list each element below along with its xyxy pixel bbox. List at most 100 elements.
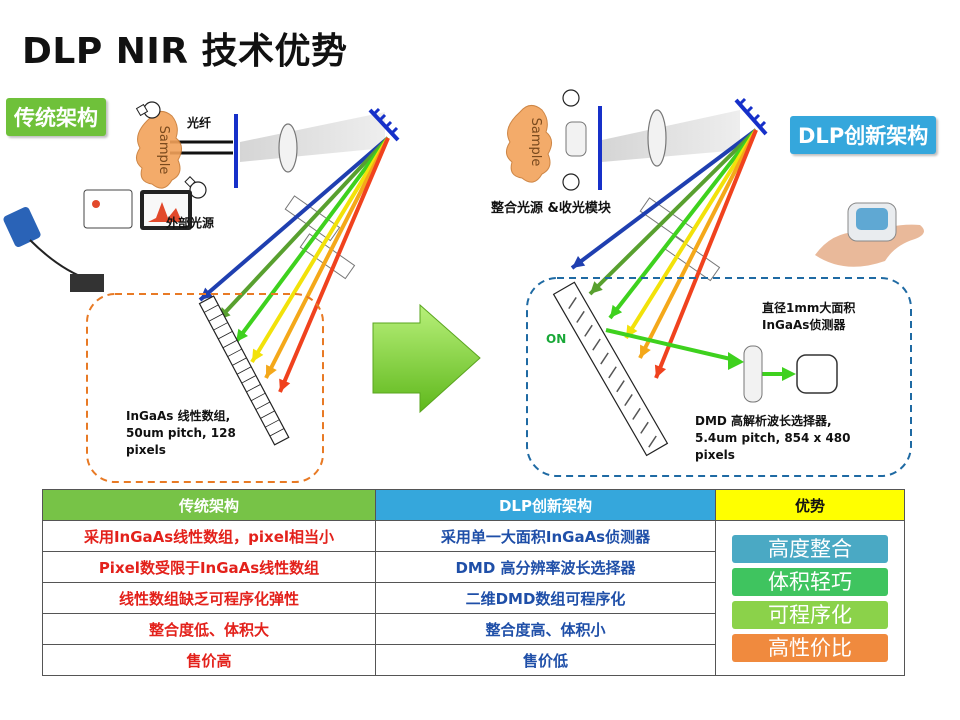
dmd-line2: 5.4um pitch, 854 x 480 bbox=[695, 431, 851, 445]
array-cell-divider bbox=[213, 322, 228, 331]
right-bulb-icon-2 bbox=[562, 173, 580, 191]
right-sample-text: Sample bbox=[528, 118, 543, 167]
dmd-mirror bbox=[624, 394, 633, 407]
detector-line1: 直径1mm大面积 bbox=[762, 301, 856, 315]
array-cell-divider bbox=[255, 401, 271, 410]
table-row: 线性数组缺乏可程序化弹性 二维DMD数组可程序化 bbox=[42, 582, 905, 614]
dmd-mirror bbox=[640, 421, 649, 434]
advantage-badge-3: 可程序化 bbox=[732, 600, 888, 629]
dmd-mirror bbox=[592, 338, 601, 351]
array-cell-divider bbox=[269, 428, 285, 437]
right-ray-3 bbox=[608, 128, 758, 320]
right-dashed-box bbox=[526, 277, 912, 477]
array-cell-divider bbox=[227, 348, 242, 357]
ingaas-array-label: InGaAs 线性数组, 50um pitch, 128 pixels bbox=[126, 408, 236, 459]
array-cell-divider bbox=[260, 410, 275, 419]
right-ray-4 bbox=[624, 128, 758, 340]
optics-diagram: Sample bbox=[3, 89, 924, 483]
left-ray-arrowhead-4 bbox=[252, 348, 264, 362]
left-ray-arrowhead-3 bbox=[236, 328, 248, 342]
left-detector-array bbox=[198, 295, 290, 446]
traditional-badge: 传统架构 bbox=[6, 98, 106, 136]
traditional-cell: 线性数组缺乏可程序化弹性 bbox=[42, 582, 376, 614]
dmd-mirror bbox=[608, 366, 617, 379]
flame-spectrometer-image bbox=[3, 189, 192, 292]
array-cell-divider bbox=[204, 304, 219, 313]
array-cell-divider bbox=[236, 366, 252, 375]
header-advantage: 优势 bbox=[715, 489, 905, 521]
dlp-cell: DMD 高分辨率波长选择器 bbox=[375, 551, 716, 583]
traditional-cell: 整合度低、体积大 bbox=[42, 613, 376, 645]
detector-line2: InGaAs侦测器 bbox=[762, 318, 846, 332]
dmd-label: DMD 高解析波长选择器, 5.4um pitch, 854 x 480 pix… bbox=[695, 413, 851, 464]
array-cell-divider bbox=[218, 331, 233, 340]
dmd-mirror bbox=[576, 310, 585, 323]
right-ray-arrowhead-2 bbox=[590, 281, 603, 294]
right-light-beam bbox=[602, 110, 740, 162]
left-sample-text: Sample bbox=[156, 126, 171, 175]
advantage-badge-2: 体积轻巧 bbox=[732, 567, 888, 596]
right-lens bbox=[647, 109, 667, 167]
module-label: 整合光源 &收光模块 bbox=[491, 201, 611, 216]
table-header-row: 传统架构 DLP创新架构 优势 bbox=[42, 489, 905, 521]
left-dashed-box bbox=[86, 293, 324, 483]
dlp-cell: 售价低 bbox=[375, 644, 716, 676]
ingaas-array-line2: 50um pitch, 128 bbox=[126, 426, 236, 440]
dmd-mirror bbox=[584, 324, 593, 337]
array-cell-divider bbox=[232, 357, 247, 366]
handheld-device-image bbox=[815, 202, 924, 267]
dlp-cell: 整合度高、体积小 bbox=[375, 613, 716, 645]
array-cell-divider bbox=[208, 313, 224, 322]
left-ray-5 bbox=[264, 137, 390, 379]
left-ray-6 bbox=[278, 137, 390, 393]
left-ray-1 bbox=[198, 136, 390, 302]
reflected-green-beam bbox=[605, 328, 796, 381]
right-ray-6 bbox=[654, 129, 758, 379]
advantage-badge-4: 高性价比 bbox=[732, 633, 888, 662]
advantages-cell: 高度整合 体积轻巧 可程序化 高性价比 bbox=[715, 520, 905, 676]
left-sample-cloud: Sample bbox=[136, 111, 182, 189]
left-ray-4 bbox=[250, 136, 390, 364]
array-cell-divider bbox=[222, 339, 238, 349]
right-grating bbox=[734, 97, 768, 136]
left-ray-arrowhead-1 bbox=[200, 287, 214, 300]
header-dlp: DLP创新架构 bbox=[375, 489, 716, 521]
detector-label: 直径1mm大面积 InGaAs侦测器 bbox=[762, 300, 855, 334]
left-ray-arrowhead-5 bbox=[266, 364, 277, 378]
table-row: Pixel数受限于InGaAs线性数组 DMD 高分辨率波长选择器 bbox=[42, 551, 905, 583]
dmd-mirror bbox=[632, 407, 641, 420]
array-cell-divider bbox=[241, 375, 257, 384]
left-bulb-icon-2 bbox=[184, 176, 207, 199]
page-title: DLP NIR 技术优势 bbox=[22, 31, 348, 72]
advantage-badge-1: 高度整合 bbox=[732, 534, 888, 563]
traditional-cell: 采用InGaAs线性数组，pixel相当小 bbox=[42, 520, 376, 552]
dmd-line3: pixels bbox=[695, 448, 735, 462]
left-ray-arrowhead-6 bbox=[279, 378, 291, 392]
transition-arrow bbox=[372, 303, 481, 414]
dmd-mirror bbox=[568, 297, 577, 310]
dmd-line1: DMD 高解析波长选择器, bbox=[695, 414, 832, 428]
right-ray-1 bbox=[570, 128, 758, 270]
right-condenser-lens bbox=[565, 121, 587, 157]
fiber-label: 光纤 bbox=[187, 116, 212, 130]
left-ray-2 bbox=[216, 136, 390, 322]
traditional-cell: 售价高 bbox=[42, 644, 376, 676]
array-cell-divider bbox=[265, 419, 280, 428]
dmd-mirror bbox=[600, 352, 609, 365]
dmd-mirror bbox=[648, 435, 657, 448]
light-source-label: 外部光源 bbox=[166, 216, 215, 230]
right-ray-arrowhead-3 bbox=[610, 304, 623, 318]
right-sample-cloud: Sample bbox=[506, 105, 552, 183]
left-rays bbox=[198, 136, 390, 393]
dmd-mirror-array bbox=[552, 281, 669, 457]
left-grating bbox=[368, 107, 400, 142]
left-ray-3 bbox=[234, 136, 390, 344]
table-row: 采用InGaAs线性数组，pixel相当小 采用单一大面积InGaAs侦测器 高… bbox=[42, 520, 905, 676]
right-ray-arrowhead-6 bbox=[654, 364, 667, 378]
ingaas-array-line3: pixels bbox=[126, 443, 166, 457]
right-bulb-icon bbox=[562, 89, 580, 107]
array-cell-divider bbox=[246, 384, 261, 393]
array-cell-divider bbox=[250, 392, 266, 402]
ingaas-array-line1: InGaAs 线性数组, bbox=[126, 409, 231, 423]
header-traditional: 传统架构 bbox=[42, 489, 376, 521]
